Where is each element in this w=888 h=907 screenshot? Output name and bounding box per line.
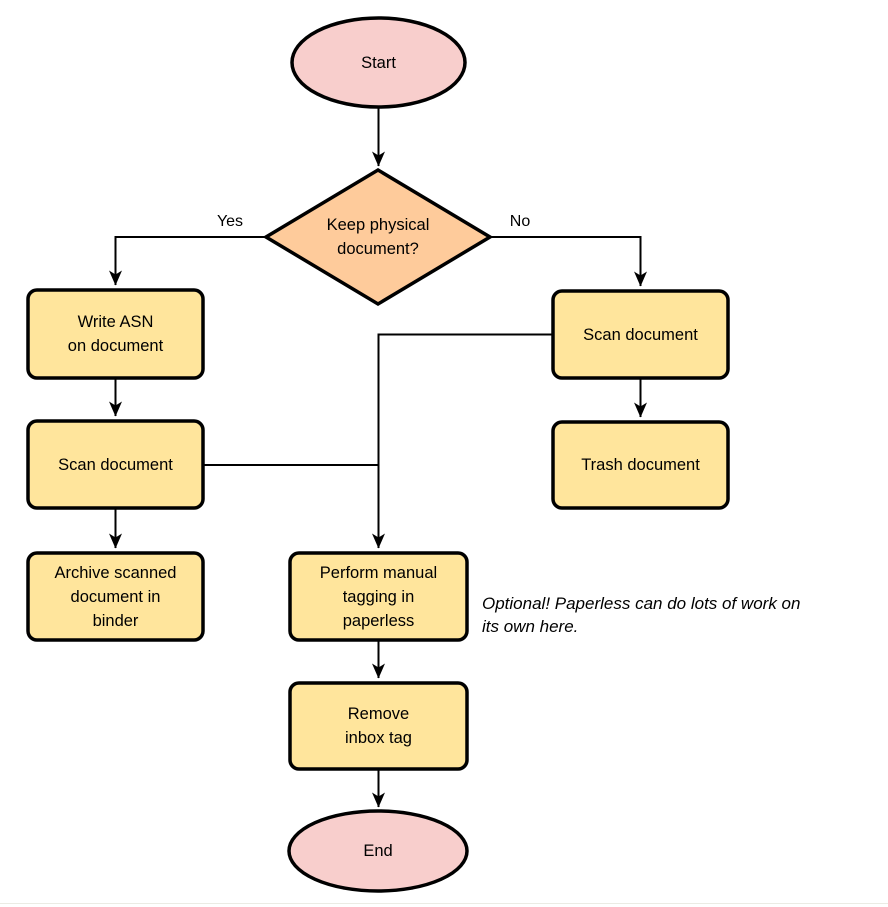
end-terminal-shape bbox=[287, 809, 469, 893]
edge-label-no: No bbox=[509, 213, 531, 230]
scan-right-process-shape bbox=[551, 289, 730, 380]
node-label-write-asn: Write ASN on document bbox=[67, 313, 164, 355]
node-label-end: End bbox=[363, 842, 393, 860]
node-label-start: Start bbox=[361, 53, 396, 72]
node-label-scan-right: Scan document bbox=[583, 325, 698, 344]
start-terminal-shape bbox=[290, 16, 467, 109]
node-label-remove-inbox: Remove inbox tag bbox=[345, 705, 412, 747]
node-label-archive: Archive scanned document in binder bbox=[54, 563, 177, 630]
node-label-trash: Trash document bbox=[581, 456, 700, 474]
edge-scan-right-to-tagging bbox=[372, 333, 553, 549]
node-label-decision: Keep physical document? bbox=[326, 216, 430, 258]
trash-process-shape bbox=[551, 420, 730, 510]
edge-decision-no-to-scan-right bbox=[490, 236, 647, 287]
edge-label-yes: Yes bbox=[216, 213, 244, 230]
remove-inbox-process-shape bbox=[288, 681, 469, 771]
node-label-scan-left: Scan document bbox=[58, 455, 173, 474]
decision-diamond-shape bbox=[262, 167, 494, 307]
write-asn-process-shape bbox=[26, 288, 205, 380]
scan-left-process-shape bbox=[26, 419, 205, 510]
edge-decision-yes-to-write-asn bbox=[109, 236, 266, 286]
bottom-divider-line bbox=[0, 903, 888, 904]
archive-process-shape bbox=[26, 551, 205, 642]
annotation-optional-note: Optional! Paperless can do lots of work … bbox=[482, 594, 801, 636]
tagging-process-shape bbox=[288, 551, 469, 642]
node-label-tagging: Perform manual tagging in paperless bbox=[319, 563, 438, 630]
